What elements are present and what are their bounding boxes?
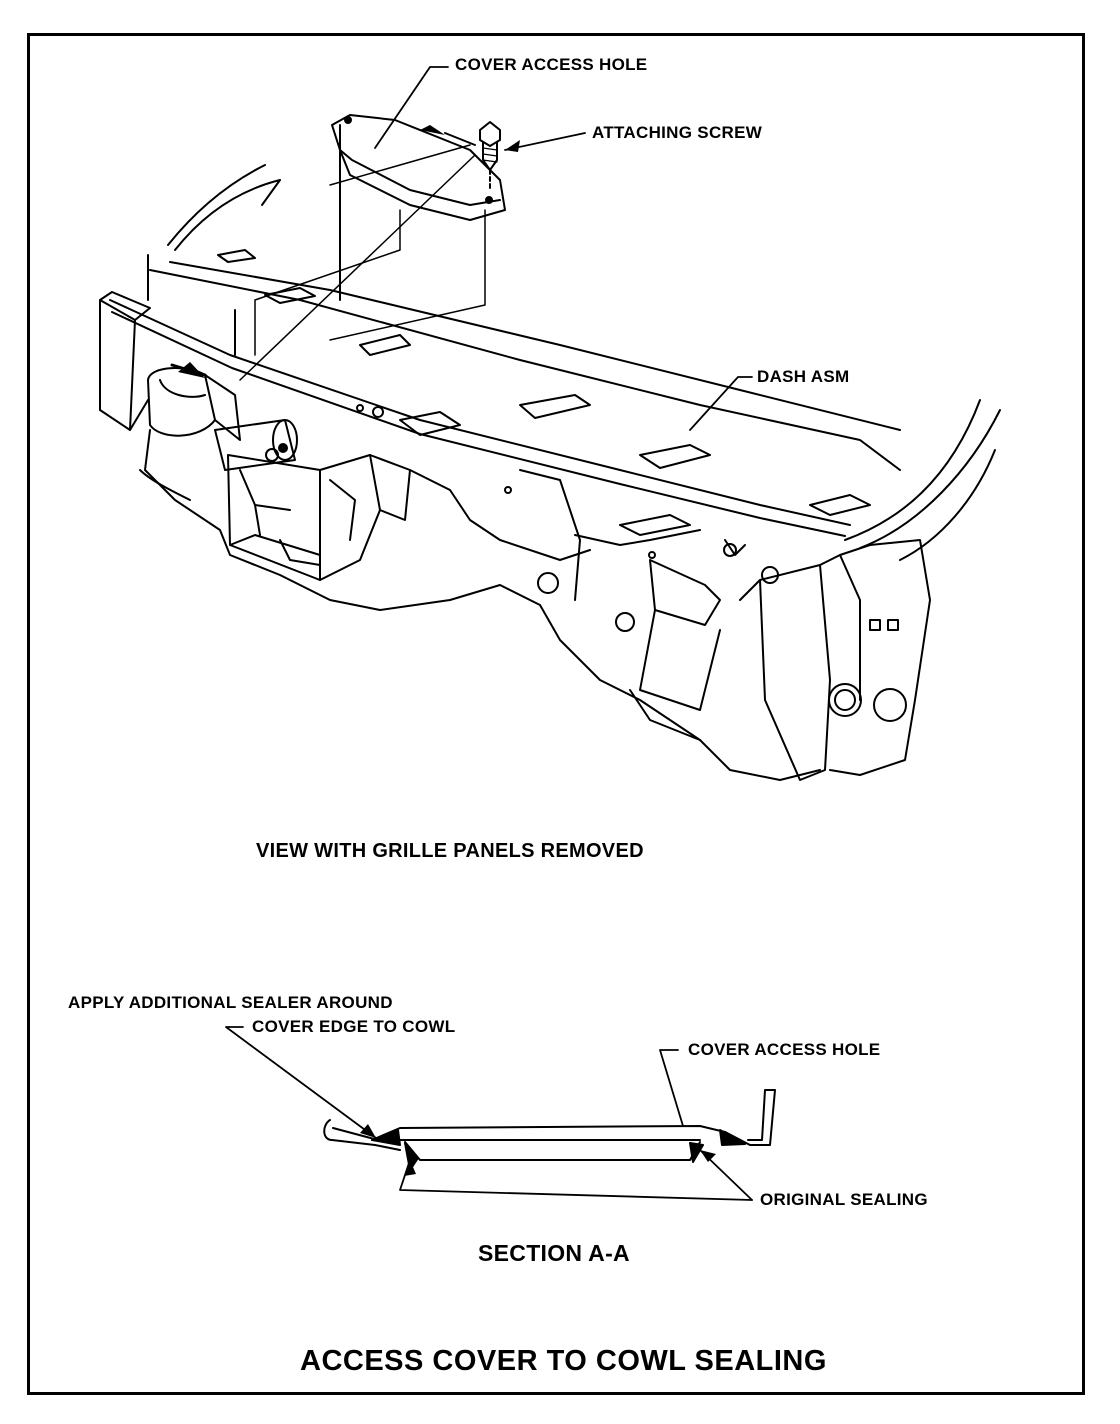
label-cover-access-hole-top: COVER ACCESS HOLE — [455, 55, 648, 74]
diagram-border — [27, 33, 1085, 1395]
label-apply-sealer-line2: COVER EDGE TO COWL — [252, 1017, 456, 1036]
label-cover-access-hole-section: COVER ACCESS HOLE — [688, 1040, 881, 1059]
caption-view-grille-removed: VIEW WITH GRILLE PANELS REMOVED — [256, 840, 644, 862]
label-attaching-screw: ATTACHING SCREW — [592, 123, 763, 142]
page-title: ACCESS COVER TO COWL SEALING — [300, 1345, 827, 1377]
label-original-sealing: ORIGINAL SEALING — [760, 1190, 928, 1209]
label-apply-sealer-line1: APPLY ADDITIONAL SEALER AROUND — [68, 993, 393, 1012]
cowl-assembly-drawing — [99, 66, 1001, 781]
caption-section-a-a: SECTION A-A — [478, 1240, 630, 1266]
section-a-a-drawing — [225, 1026, 776, 1201]
label-dash-asm: DASH ASM — [757, 367, 850, 386]
